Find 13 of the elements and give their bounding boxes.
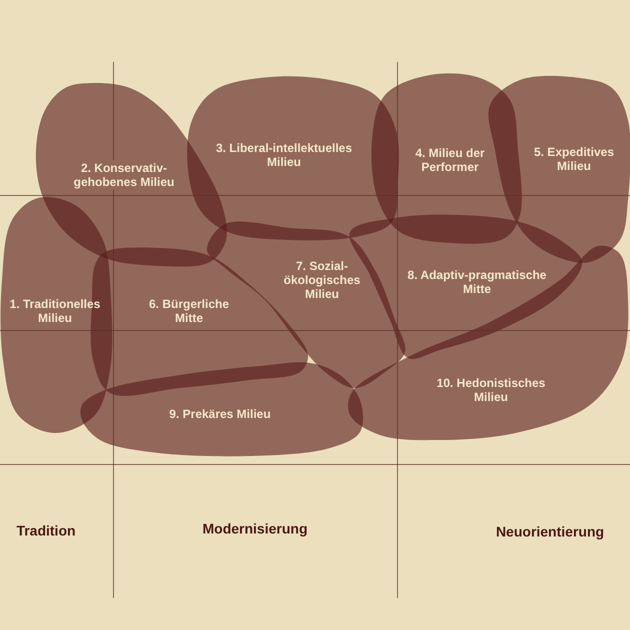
milieu-label: 2. Konservativ-gehobenes Milieu xyxy=(72,161,176,189)
milieu-label: 7. Sozial-ökologisches Milieu xyxy=(282,259,362,301)
column-label: Tradition xyxy=(16,522,76,540)
milieu-label: 8. Adaptiv-pragmatische Mitte xyxy=(406,268,548,296)
milieu-label: 9. Prekäres Milieu xyxy=(168,407,272,421)
column-label: Modernisierung xyxy=(202,520,308,538)
milieu-label: 6. Bürgerliche Mitte xyxy=(148,297,230,325)
column-label: Neuorientierung xyxy=(496,524,604,540)
milieu-label: 5. Expeditives Milieu xyxy=(532,145,616,173)
milieu-label: 3. Liberal-intellektuelles Milieu xyxy=(214,141,354,169)
milieu-label: 4. Milieu der Performer xyxy=(414,146,486,174)
milieu-label: 10. Hedonistisches Milieu xyxy=(436,376,546,404)
milieu-label: 1. Traditionelles Milieu xyxy=(8,297,102,325)
